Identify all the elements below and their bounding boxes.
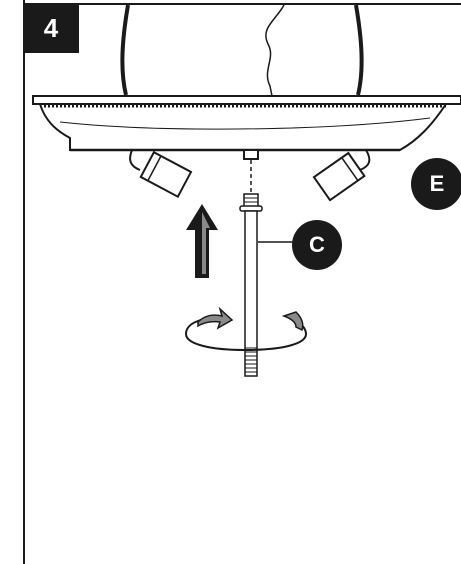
center-mount	[243, 149, 259, 192]
canopy-rim	[32, 95, 461, 152]
step-number-badge: 4	[23, 3, 79, 53]
callout-e-label: E	[411, 158, 461, 210]
threaded-rod	[239, 193, 296, 377]
callout-c-label: C	[292, 220, 342, 270]
right-lamp-socket	[312, 149, 371, 202]
glass-shade	[120, 4, 364, 97]
rotate-arrow-icon	[184, 306, 308, 352]
up-arrow-icon	[186, 204, 218, 278]
frame-left-border	[23, 0, 25, 564]
left-lamp-socket	[129, 149, 193, 199]
frame-top-border	[23, 3, 461, 5]
